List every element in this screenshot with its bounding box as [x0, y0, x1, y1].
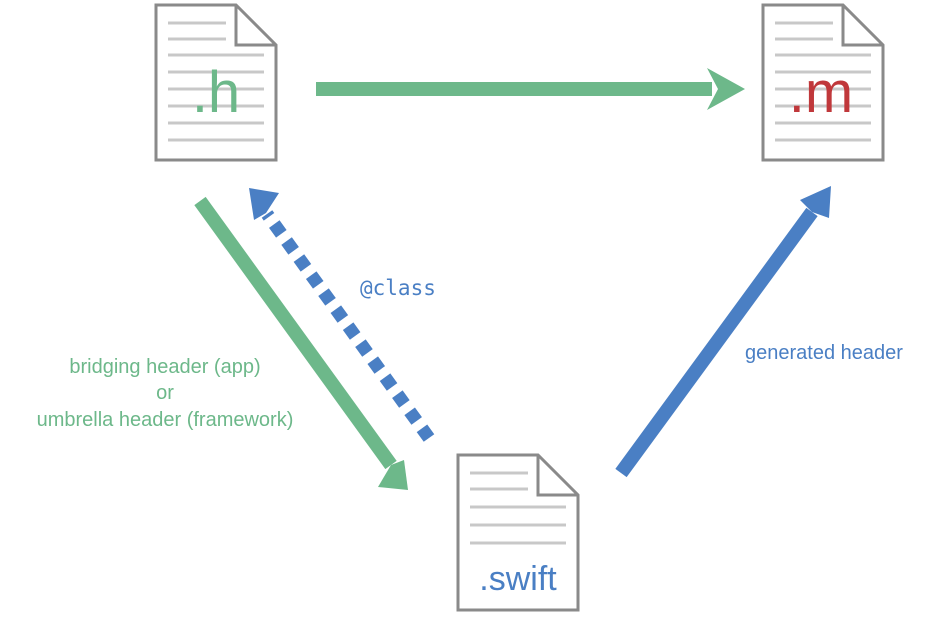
bridging-header-line-3: umbrella header (framework): [37, 409, 294, 431]
swift-file-lines: [470, 471, 566, 545]
m-file-lines: [775, 21, 871, 142]
h-file-label: .h: [192, 60, 240, 125]
bridging-header-line-1: bridging header (app): [69, 356, 260, 378]
h-file-lines: [168, 21, 264, 142]
arrow-h-to-m: [316, 68, 745, 110]
swift-file-document: .swift: [456, 453, 580, 612]
m-file-document: .m: [761, 3, 885, 162]
arrow-swift-to-h-class: [249, 188, 435, 442]
class-reference-label: @class: [360, 276, 436, 300]
bridging-header-label: bridging header (app) or umbrella header…: [37, 356, 294, 431]
m-file-label: .m: [789, 60, 853, 125]
bridging-header-line-2: or: [156, 382, 174, 404]
arrow-h-to-swift: [194, 196, 408, 490]
swift-file-label: .swift: [479, 560, 557, 598]
swift-file-fold: [536, 455, 578, 497]
h-file-document: .h: [154, 3, 278, 162]
generated-header-label: generated header: [745, 342, 903, 364]
arrow-swift-to-m: [615, 186, 831, 478]
h-file-fold: [234, 5, 276, 47]
m-file-fold: [841, 5, 883, 47]
